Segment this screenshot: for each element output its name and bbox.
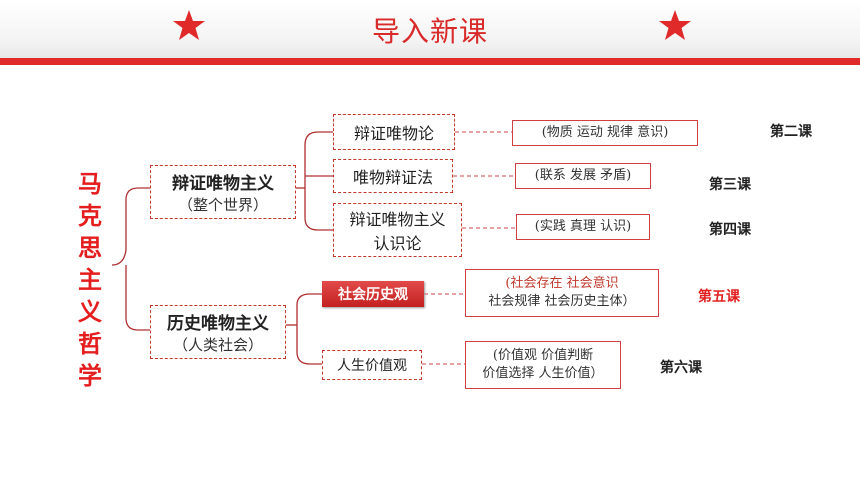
topic-box: (物质 运动 规律 意识) [512, 120, 698, 146]
node-historical-materialism: 历史唯物主义 （人类社会） [150, 305, 286, 359]
node-label: 认识论 [373, 234, 422, 253]
node-sublabel: （人类社会） [172, 336, 263, 354]
topic-box: (社会存在 社会意识 社会规律 社会历史主体） [465, 269, 659, 317]
topic-box: (实践 真理 认识) [516, 214, 650, 240]
node-label: 辩证唯物主义 [172, 174, 274, 194]
topic-box: (价值观 价值判断 价值选择 人生价值） [465, 341, 621, 389]
lesson-label: 第四课 [709, 222, 751, 238]
star-icon [659, 10, 691, 40]
star-icon [173, 10, 205, 40]
topic-text: (价值观 价值判断 [492, 348, 594, 363]
lesson-label: 第三课 [709, 177, 751, 193]
topic-text: (联系 发展 矛盾) [534, 168, 632, 183]
root-char: 哲 [78, 330, 102, 358]
topic-text: (实践 真理 认识) [534, 219, 632, 234]
root-char: 义 [78, 298, 102, 326]
page-title: 导入新课 [371, 15, 488, 48]
lesson-label: 第五课 [698, 289, 740, 305]
node-label: 唯物辩证法 [352, 168, 433, 187]
node-epistemology: 辩证唯物主义 认识论 [333, 203, 462, 257]
node-label: 历史唯物主义 [167, 314, 269, 334]
node-label: 辩证唯物论 [353, 124, 434, 143]
root-title: 马 克 思 主 义 哲 学 [72, 168, 108, 392]
topic-text: (物质 运动 规律 意识) [541, 125, 669, 140]
header-divider [0, 58, 860, 65]
node-social-history-view: 社会历史观 [322, 281, 424, 307]
topic-text: 价值选择 人生价值） [482, 366, 604, 381]
node-dialectical-materialism-ontology: 辩证唯物论 [333, 114, 455, 150]
node-life-value-view: 人生价值观 [322, 350, 422, 380]
root-char: 思 [78, 234, 102, 262]
node-dialectical-materialism: 辩证唯物主义 （整个世界） [150, 165, 296, 219]
header-bar [0, 0, 860, 60]
root-char: 主 [78, 266, 102, 294]
node-label: 人生价值观 [337, 358, 407, 374]
root-char: 马 [78, 170, 102, 198]
node-label: 社会历史观 [338, 287, 408, 303]
node-label: 辩证唯物主义 [349, 210, 446, 229]
root-char: 克 [78, 202, 102, 230]
topic-box: (联系 发展 矛盾) [515, 163, 651, 189]
node-sublabel: （整个世界） [177, 196, 268, 214]
topic-text: 社会规律 社会历史主体） [488, 294, 636, 309]
lesson-label: 第二课 [770, 124, 812, 140]
topic-text: (社会存在 社会意识 [505, 276, 619, 291]
node-materialist-dialectics: 唯物辩证法 [333, 159, 453, 193]
root-char: 学 [78, 362, 102, 390]
lesson-label: 第六课 [660, 360, 702, 376]
